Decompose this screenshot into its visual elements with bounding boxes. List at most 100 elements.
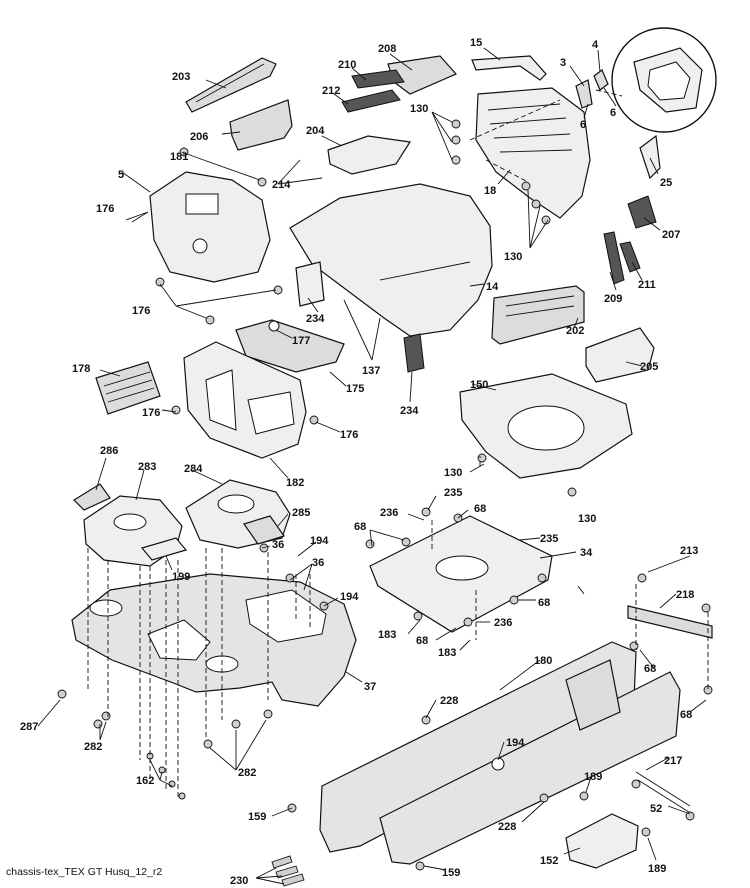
callout-235-mid: 235 (540, 533, 558, 545)
part-182-window-2 (247, 391, 295, 435)
callout-214: 214 (272, 179, 291, 191)
part-202-bar (491, 285, 585, 345)
callout-68-plate-low: 68 (416, 635, 428, 647)
callout-205: 205 (640, 361, 658, 373)
callout-189-top: 189 (584, 771, 602, 783)
callout-159-low: 159 (442, 867, 460, 879)
part-177-grommet (268, 320, 280, 332)
callout-159-left: 159 (248, 811, 266, 823)
callout-282-right: 282 (238, 767, 256, 779)
callout-204: 204 (306, 125, 325, 137)
callout-68-far-right: 68 (680, 709, 692, 721)
part-230-screws (271, 855, 305, 887)
callout-34: 34 (580, 547, 593, 559)
callout-217: 217 (664, 755, 682, 767)
alignment-lines (87, 89, 709, 800)
part-14-edge (379, 261, 471, 281)
part-150-hole (507, 405, 585, 451)
part-4-bracket (593, 69, 609, 91)
callout-176-left: 176 (96, 203, 114, 215)
callout-130-mid: 130 (504, 251, 522, 263)
part-217-rod (635, 771, 691, 807)
part-6-bracket (575, 79, 593, 109)
callout-282-left: 282 (84, 741, 102, 753)
part-283-cup (113, 513, 147, 531)
part-205-piece (585, 327, 655, 383)
part-203-grille (185, 57, 277, 113)
callout-213: 213 (680, 545, 698, 557)
part-210-lens (351, 69, 405, 89)
callout-235-top: 235 (444, 487, 462, 499)
part-180-crossmember (565, 659, 621, 731)
part-180-frame-rail (379, 671, 681, 865)
part-152-bracket (565, 813, 639, 869)
callout-68-left: 68 (354, 521, 366, 533)
part-194-bushing (491, 757, 505, 771)
part-37-fuel-hole (89, 599, 123, 617)
leader-lines (37, 47, 707, 885)
callout-52: 52 (650, 803, 662, 815)
callout-181: 181 (170, 151, 188, 163)
part-37-fender-body (71, 573, 357, 707)
callout-labels: 15 4 3 6 6 208 210 203 212 130 206 204 1… (20, 37, 698, 887)
diagram-caption: chassis-tex_TEX GT Husq_12_r2 (6, 866, 163, 878)
callout-199: 199 (172, 571, 190, 583)
callout-183-top: 183 (378, 629, 396, 641)
dash-display (185, 193, 219, 215)
callout-207: 207 (662, 229, 680, 241)
detail-bracket-hole (647, 61, 691, 101)
callout-25: 25 (660, 177, 672, 189)
part-5-dash-console (149, 171, 271, 283)
callout-283: 283 (138, 461, 156, 473)
part-218-bar (627, 605, 713, 639)
callout-218: 218 (676, 589, 694, 601)
callout-68-mid-right: 68 (644, 663, 656, 675)
callout-286: 286 (100, 445, 118, 457)
part-34-hole (435, 555, 489, 581)
callout-203: 203 (172, 71, 190, 83)
part-204-panel (327, 135, 412, 175)
callout-36-right: 36 (312, 557, 324, 569)
callout-6b: 6 (610, 107, 616, 119)
callout-178: 178 (72, 363, 90, 375)
part-284-cup (217, 494, 255, 514)
part-18-grille (487, 103, 573, 153)
callout-177: 177 (292, 335, 310, 347)
callout-137: 137 (362, 365, 380, 377)
callout-208: 208 (378, 43, 396, 55)
callout-6a: 6 (580, 119, 586, 131)
callout-130-right: 130 (578, 513, 596, 525)
callout-18: 18 (484, 185, 496, 197)
callout-152: 152 (540, 855, 558, 867)
callout-175: 175 (346, 383, 364, 395)
part-285-bracket (243, 515, 285, 545)
callout-176-low-left: 176 (142, 407, 160, 419)
callout-210: 210 (338, 59, 356, 71)
part-206-bracket (229, 99, 293, 151)
callout-209: 209 (604, 293, 622, 305)
callout-182: 182 (286, 477, 304, 489)
part-182-window (205, 369, 237, 431)
callout-5: 5 (118, 169, 124, 181)
callout-234-top: 234 (306, 313, 325, 325)
callout-150: 150 (470, 379, 488, 391)
part-211-strip (619, 241, 641, 273)
part-286-cap (73, 483, 111, 511)
callout-236-low: 236 (494, 617, 512, 629)
part-209-strip (603, 231, 625, 285)
callout-3: 3 (560, 57, 566, 69)
callout-130-low: 130 (444, 467, 462, 479)
callout-189-low: 189 (648, 863, 666, 875)
callout-228-top: 228 (440, 695, 458, 707)
part-203-detail (195, 63, 265, 103)
part-217-rod-2 (637, 779, 693, 815)
callout-194-mid: 194 (340, 591, 359, 603)
callout-68-plate-right: 68 (538, 597, 550, 609)
callout-206: 206 (190, 131, 208, 143)
callout-68-top: 68 (474, 503, 486, 515)
callout-230: 230 (230, 875, 248, 887)
part-178-slots (103, 371, 155, 403)
part-234-pad (295, 261, 325, 307)
callout-176-mid: 176 (132, 305, 150, 317)
part-212-lens (341, 89, 401, 113)
